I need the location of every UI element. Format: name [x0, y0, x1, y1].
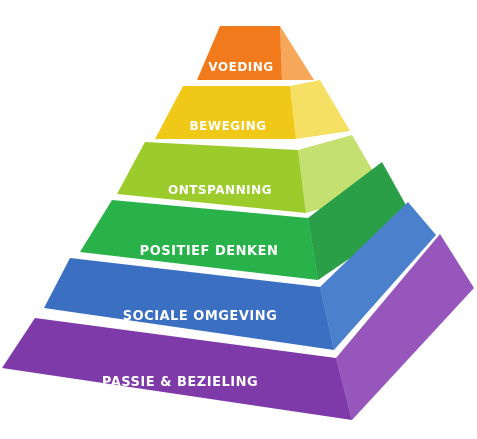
tier-ontspanning-front: [117, 142, 306, 213]
tier-positief-denken: POSITIEF DENKEN: [80, 162, 412, 280]
tier-beweging-front: [155, 86, 296, 139]
tier-beweging-label: BEWEGING: [190, 119, 267, 133]
tier-voeding-label: VOEDING: [208, 60, 273, 74]
tier-ontspanning-label: ONTSPANNING: [168, 183, 272, 197]
tier-sociale-omgeving-front: [44, 258, 334, 350]
tier-passie-bezieling-side: [336, 234, 474, 420]
tier-passie-bezieling: PASSIE & BEZIELING: [2, 234, 474, 420]
tier-positief-denken-front: [80, 200, 318, 280]
tier-positief-denken-side: [308, 162, 412, 280]
tier-passie-bezieling-front: [2, 318, 352, 420]
tier-voeding: VOEDING: [197, 26, 314, 80]
tier-voeding-front: [197, 26, 282, 80]
tier-beweging-side: [290, 80, 350, 139]
tier-passie-bezieling-label: PASSIE & BEZIELING: [102, 375, 258, 390]
tier-sociale-omgeving-side: [320, 202, 436, 350]
tier-beweging: BEWEGING: [155, 80, 350, 139]
tier-positief-denken-label: POSITIEF DENKEN: [140, 244, 279, 259]
tier-sociale-omgeving: SOCIALE OMGEVING: [44, 202, 436, 350]
tier-voeding-side: [280, 26, 314, 80]
tier-sociale-omgeving-label: SOCIALE OMGEVING: [123, 309, 278, 324]
